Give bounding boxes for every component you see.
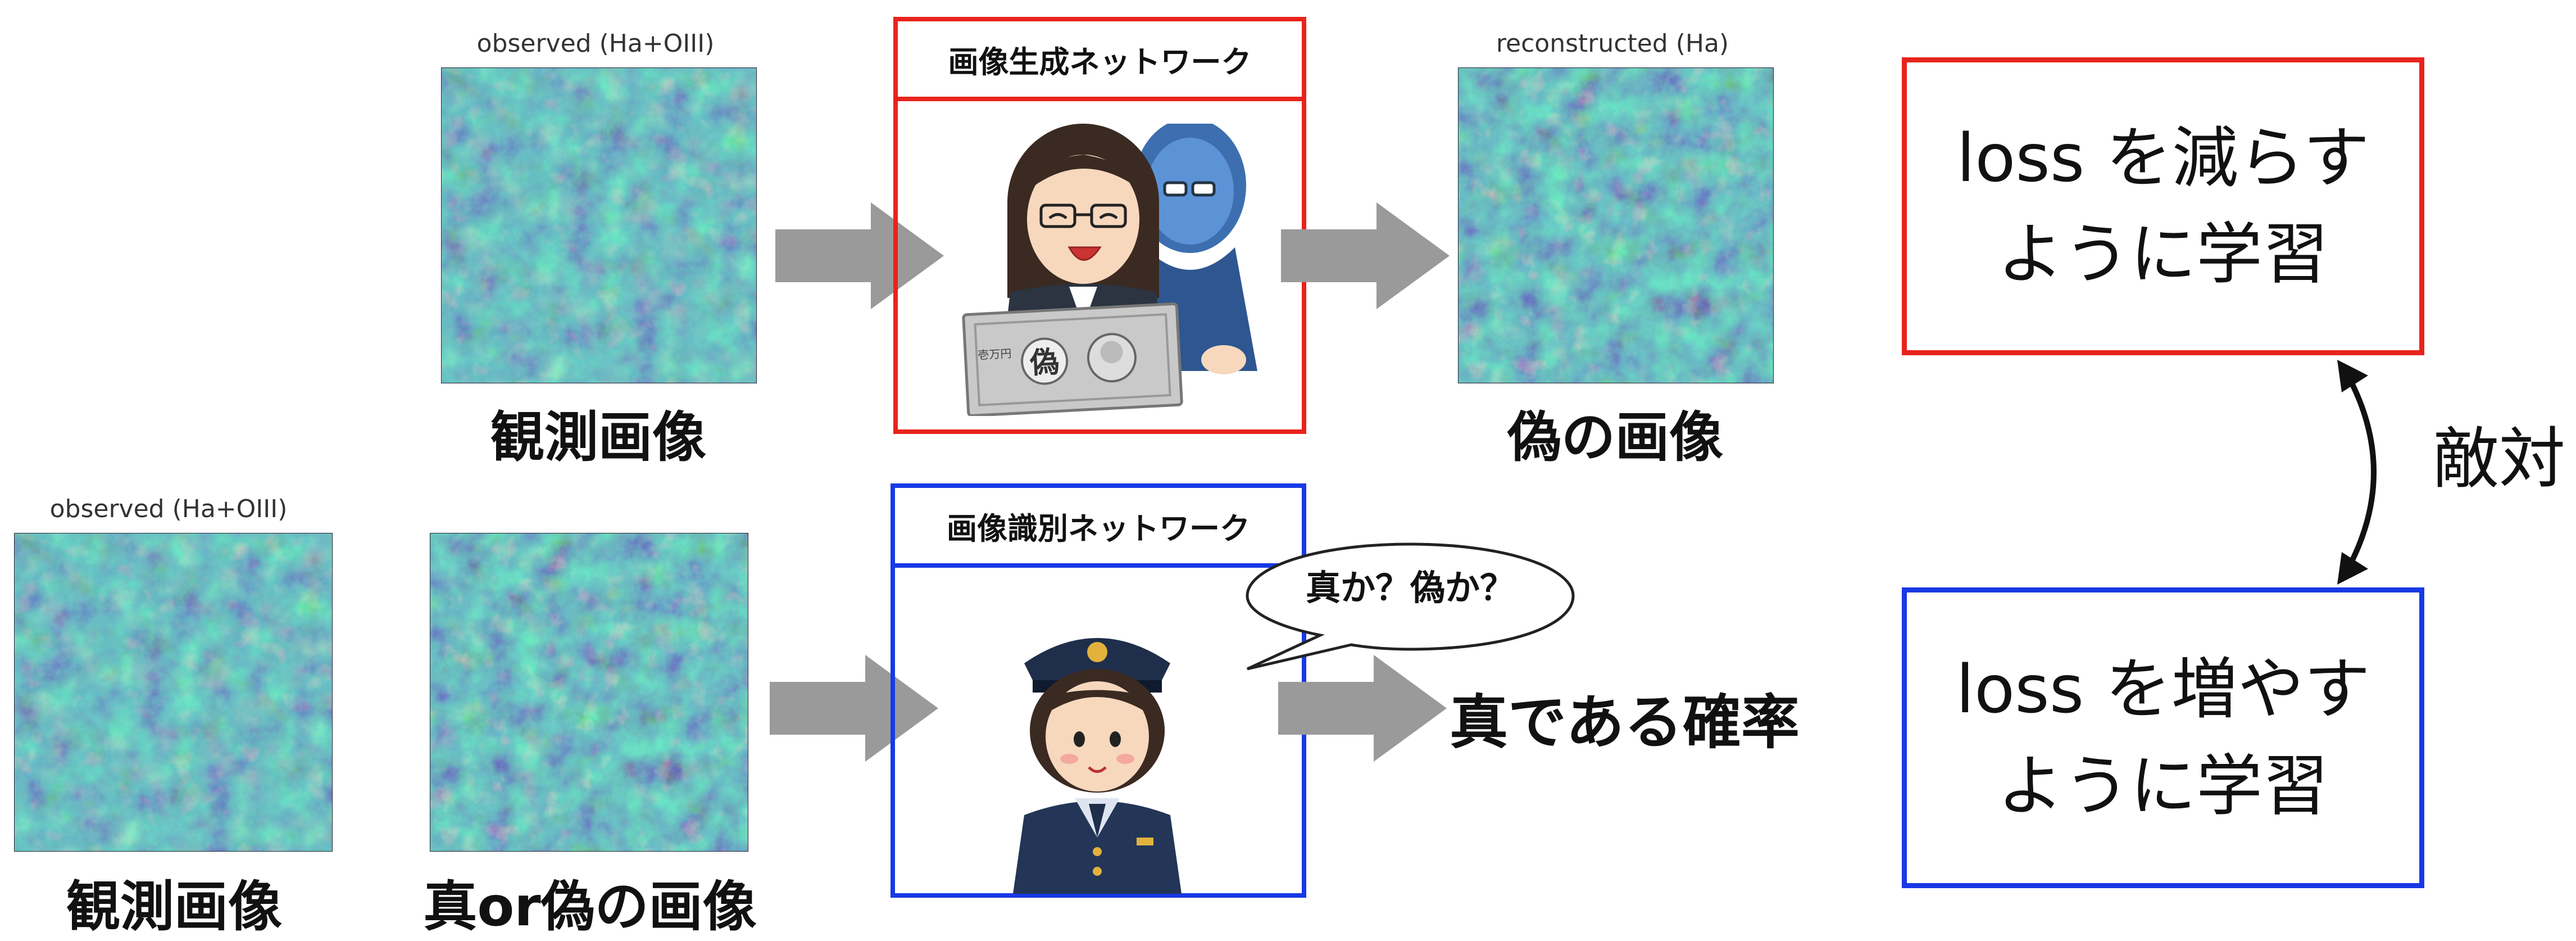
right-arrow-icon	[775, 202, 944, 309]
right-arrow-icon	[1281, 202, 1450, 309]
real-or-fake-caption: 真or偽の画像	[423, 875, 757, 938]
banknote-denomination: 壱万円	[978, 347, 1012, 362]
generator-loss-line2: ように学習	[1997, 215, 2329, 293]
generator-network-box: 偽 壱万円	[893, 97, 1306, 434]
reconstructed-plot-title: reconstructed (Ha)	[1496, 29, 1729, 58]
generator-network-label: 画像生成ネットワーク	[893, 17, 1306, 101]
reconstructed-image	[1458, 67, 1774, 383]
right-arrow-icon	[770, 655, 938, 762]
observed-caption: 観測画像	[490, 406, 706, 469]
adversarial-label: 敵対	[2433, 420, 2566, 497]
counterfeiter-with-fake-bill-icon: 偽 壱万円	[943, 124, 1280, 416]
observed-plot-title-bottom: observed (Ha+OIII)	[49, 495, 288, 523]
observed-caption-bottom: 観測画像	[66, 875, 282, 938]
fake-image-caption: 偽の画像	[1507, 406, 1723, 469]
speech-bubble	[1236, 534, 1584, 682]
speech-bubble-text: 真か？偽か？	[1305, 567, 1515, 608]
probability-real-label: 真である確率	[1450, 688, 1800, 757]
police-officer-icon	[979, 601, 1215, 894]
generator-loss-line1: loss を減らす	[1956, 119, 2370, 197]
banknote-glyph: 偽	[1029, 345, 1060, 381]
discriminator-loss-line2: ように学習	[1997, 747, 2329, 825]
double-headed-curved-arrow-icon	[2315, 360, 2427, 587]
real-or-fake-image	[430, 533, 748, 852]
generator-loss-box: loss を減らす ように学習	[1902, 57, 2424, 355]
observed-image-bottom	[14, 533, 333, 852]
observed-plot-title: observed (Ha+OIII)	[476, 29, 715, 58]
discriminator-loss-line1: loss を増やす	[1956, 650, 2370, 729]
observed-image	[441, 67, 757, 383]
right-arrow-icon	[1278, 655, 1447, 762]
discriminator-loss-box: loss を増やす ように学習	[1902, 587, 2424, 888]
